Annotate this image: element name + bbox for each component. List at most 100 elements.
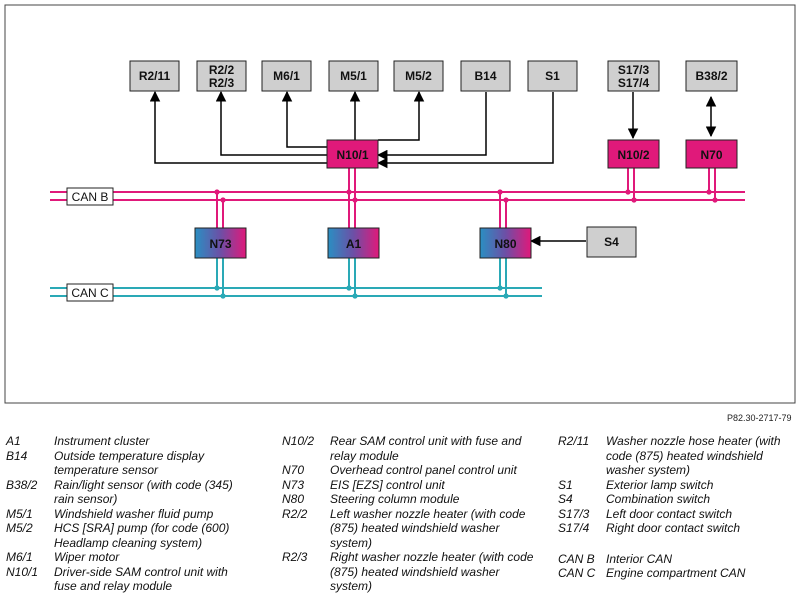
- legend-desc: Right washer nozzle heater (with code (8…: [330, 550, 534, 593]
- legend-entry: B38/2 Rain/light sensor (with code (345) …: [6, 478, 251, 507]
- component-s17-3-label: S17/3: [618, 63, 650, 77]
- legend-desc: Right door contact switch: [606, 521, 741, 535]
- legend-code: N10/2: [282, 434, 315, 448]
- component-m5-2-label: M5/2: [405, 69, 432, 83]
- junction-dots: [214, 189, 718, 299]
- component-m5-1-label: M5/1: [340, 69, 367, 83]
- legend-entry: R2/3 Right washer nozzle heater (with cod…: [282, 550, 544, 594]
- legend-entry: S4 Combination switch: [558, 492, 800, 507]
- legend-entry: N70 Overhead control panel control unit: [282, 463, 544, 478]
- legend-entry: A1 Instrument cluster: [6, 434, 251, 449]
- legend-column-3: R2/11 Washer nozzle hose heater (with cod…: [558, 434, 800, 581]
- legend-code: N10/1: [6, 564, 39, 579]
- module-n10-2-label: N10/2: [617, 148, 649, 162]
- legend-code: B38/2: [6, 477, 38, 492]
- component-s17-4-label: S17/4: [618, 76, 650, 90]
- legend-code: N80: [282, 492, 305, 506]
- legend-code: M5/1: [6, 506, 33, 521]
- legend-entry: CAN B Interior CAN: [558, 552, 800, 567]
- legend-code: R2/3: [282, 550, 308, 564]
- legend-entry: N80 Steering column module: [282, 492, 544, 507]
- module-a1-label: A1: [346, 237, 362, 251]
- legend-code: S17/3: [558, 506, 590, 521]
- module-n73: N73: [194, 227, 247, 259]
- module-n70-label: N70: [700, 148, 722, 162]
- legend-code: R2/2: [282, 506, 308, 521]
- legend-code: S4: [558, 492, 573, 506]
- legend-desc: Instrument cluster: [54, 434, 150, 448]
- component-m5-2: M5/2: [393, 60, 444, 92]
- legend-desc: Engine compartment CAN: [606, 566, 746, 580]
- legend-entry: M6/1 Wiper motor: [6, 550, 251, 565]
- component-m6-1: M6/1: [261, 60, 312, 92]
- legend-code: CAN B: [558, 551, 595, 566]
- legend-desc: Overhead control panel control unit: [330, 463, 517, 477]
- legend-desc: Combination switch: [606, 492, 711, 506]
- figure-reference: P82.30-2717-79: [727, 413, 792, 423]
- legend-code: B14: [6, 448, 28, 463]
- legend-desc: Outside temperature display temperature …: [54, 448, 205, 478]
- module-n10-2: N10/2: [607, 139, 660, 169]
- legend-desc: Rain/light sensor (with code (345) rain …: [54, 477, 233, 507]
- legend-code: R2/11: [558, 434, 590, 448]
- signal-lines: [149, 90, 717, 247]
- component-b38-2: B38/2: [685, 60, 738, 92]
- legend-desc: Wiper motor: [54, 550, 120, 564]
- legend-desc: Rear SAM control unit with fuse and rela…: [330, 434, 522, 463]
- module-n70: N70: [685, 139, 738, 169]
- component-r2-11: R2/11: [129, 60, 180, 92]
- legend-column-1: A1 Instrument cluster B14 Outside temperat…: [6, 434, 251, 594]
- module-a1: A1: [327, 227, 380, 259]
- legend-code: S17/4: [558, 521, 590, 535]
- component-b14: B14: [460, 60, 511, 92]
- component-r2-11-label: R2/11: [139, 69, 171, 83]
- legend-desc: HCS [SRA] pump (for code (600) Headlamp …: [54, 521, 230, 550]
- legend-entry: R2/2 Left washer nozzle heater (with code…: [282, 507, 544, 551]
- legend-desc: Washer nozzle hose heater (with code (87…: [606, 434, 781, 477]
- component-m6-1-label: M6/1: [273, 69, 300, 83]
- legend-desc: EIS [EZS] control unit: [330, 477, 445, 492]
- module-n80-label: N80: [494, 237, 516, 251]
- legend-entry: S17/3 Left door contact switch: [558, 507, 800, 522]
- component-s1: S1: [527, 60, 578, 92]
- legend-desc: Windshield washer fluid pump: [54, 506, 214, 521]
- component-s4-label: S4: [604, 235, 619, 249]
- legend-desc: Steering column module: [330, 492, 460, 506]
- can-c-taps: [216, 258, 507, 296]
- legend-code: CAN C: [558, 566, 596, 580]
- can-c-bus: [50, 287, 542, 297]
- legend-desc: Left washer nozzle heater (with code (87…: [330, 506, 526, 550]
- legend-column-2: N10/2 Rear SAM control unit with fuse and…: [282, 434, 544, 594]
- legend-entry: S17/4 Right door contact switch: [558, 521, 800, 536]
- can-b-label-box: CAN B: [66, 187, 114, 206]
- can-b-label: CAN B: [72, 190, 109, 204]
- legend-desc: Left door contact switch: [606, 506, 733, 521]
- legend-desc: Exterior lamp switch: [606, 477, 714, 492]
- component-s4: S4: [586, 226, 637, 258]
- legend-code: N70: [282, 463, 305, 477]
- legend-entry: R2/11 Washer nozzle hose heater (with cod…: [558, 434, 800, 478]
- module-n80: N80: [479, 227, 532, 259]
- legend-code: N73: [282, 477, 305, 492]
- wiring-diagram: R2/11 R2/2 R2/3 M6/1 M5/1 M5/2 B14 S1 S1…: [4, 4, 796, 404]
- component-m5-1: M5/1: [328, 60, 379, 92]
- legend-code: M6/1: [6, 550, 33, 564]
- can-c-label-box: CAN C: [66, 283, 114, 302]
- component-r2-2-r2-3: R2/2 R2/3: [196, 60, 247, 92]
- module-n10-1: N10/1: [326, 139, 379, 169]
- legend-entry: N10/2 Rear SAM control unit with fuse and…: [282, 434, 544, 463]
- can-c-label: CAN C: [71, 286, 109, 300]
- legend-entry: CAN C Engine compartment CAN: [558, 566, 800, 581]
- legend-code: A1: [6, 434, 21, 448]
- legend-entry: B14 Outside temperature display temperatu…: [6, 449, 251, 478]
- component-b38-2-label: B38/2: [695, 69, 727, 83]
- component-r2-3-label: R2/3: [209, 76, 235, 90]
- legend-entry: N73 EIS [EZS] control unit: [282, 478, 544, 493]
- component-s1-label: S1: [545, 69, 560, 83]
- legend-desc: Interior CAN: [606, 551, 673, 566]
- component-b14-label: B14: [474, 69, 496, 83]
- module-n10-1-label: N10/1: [336, 148, 368, 162]
